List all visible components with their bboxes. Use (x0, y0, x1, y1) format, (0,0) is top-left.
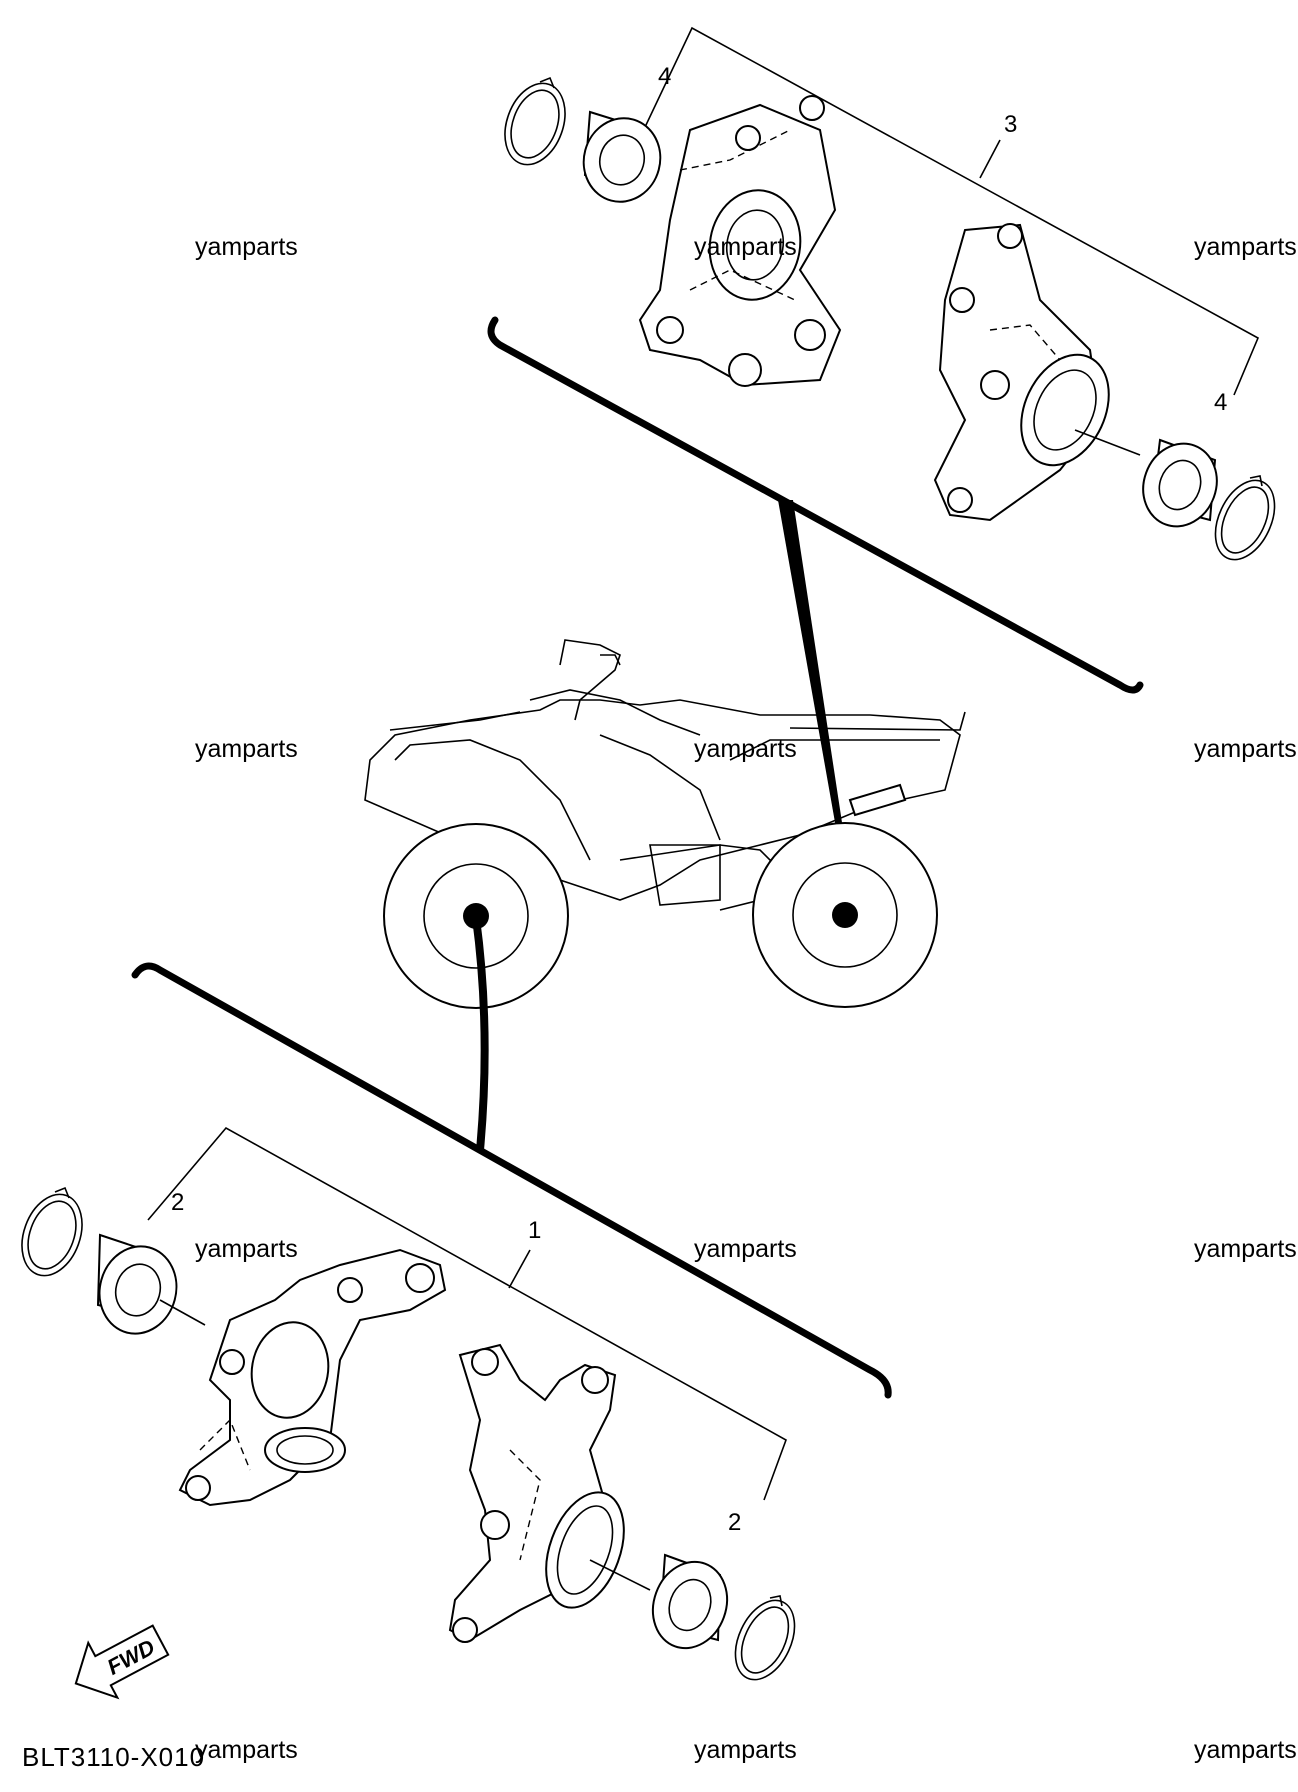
leader-bracket-3 (636, 26, 1260, 396)
knuckle-top-left (638, 95, 842, 387)
leader-1 (508, 1249, 531, 1289)
bearing-top-left (582, 110, 662, 203)
knuckle-bottom-left (178, 1248, 447, 1507)
watermark: yamparts (1194, 735, 1297, 763)
callout-2-right: 2 (728, 1509, 741, 1536)
callout-4-right: 4 (1214, 389, 1227, 416)
pointer-to-rear-wheel (778, 500, 848, 862)
front-knuckle-assembly (21, 918, 892, 1681)
rear-wheel-locator-dot (832, 902, 858, 928)
knuckle-bottom-right (448, 1343, 651, 1643)
watermark: yamparts (1194, 1736, 1297, 1764)
callout-2-left: 2 (171, 1189, 184, 1216)
bearing-bottom-left (96, 1233, 206, 1335)
watermark: yamparts (195, 1736, 298, 1764)
watermark: yamparts (195, 1235, 298, 1263)
bearing-top-right (1142, 438, 1218, 528)
circlip-top-right (1214, 475, 1276, 561)
atv-front-wheel (383, 823, 569, 1009)
callout-3: 3 (1004, 111, 1017, 138)
diagram-code: BLT3110-X010 (22, 1742, 205, 1772)
watermark: yamparts (1194, 233, 1297, 261)
front-wheel-locator-dot (463, 903, 489, 929)
watermark: yamparts (1194, 1235, 1297, 1263)
circlip-bottom-left (21, 1186, 83, 1277)
knuckle-top-right (933, 223, 1141, 522)
leader-3 (979, 139, 1001, 179)
watermark: yamparts (694, 233, 797, 261)
atv-outline (364, 639, 966, 1009)
watermark: yamparts (694, 1235, 797, 1263)
watermark: yamparts (195, 735, 298, 763)
atv-rear-wheel (752, 822, 938, 1008)
callout-4-top: 4 (658, 63, 671, 90)
watermark: yamparts (195, 233, 298, 261)
watermark: yamparts (694, 1736, 797, 1764)
leader-bracket-1 (147, 1126, 787, 1501)
pointer-to-front-wheel (472, 918, 489, 1150)
locator-bracket-top (487, 316, 1144, 694)
circlip-bottom-right (734, 1595, 796, 1681)
atv-body (364, 699, 961, 901)
circlip-top-left (504, 76, 566, 166)
bearing-bottom-right (651, 1553, 729, 1650)
watermark: yamparts (694, 735, 797, 763)
rear-knuckle-assembly (487, 26, 1276, 862)
fwd-arrow: FWD (74, 1624, 170, 1700)
locator-bracket-bottom (131, 962, 892, 1399)
atv-handlebar (559, 639, 621, 701)
callout-1: 1 (528, 1217, 541, 1244)
